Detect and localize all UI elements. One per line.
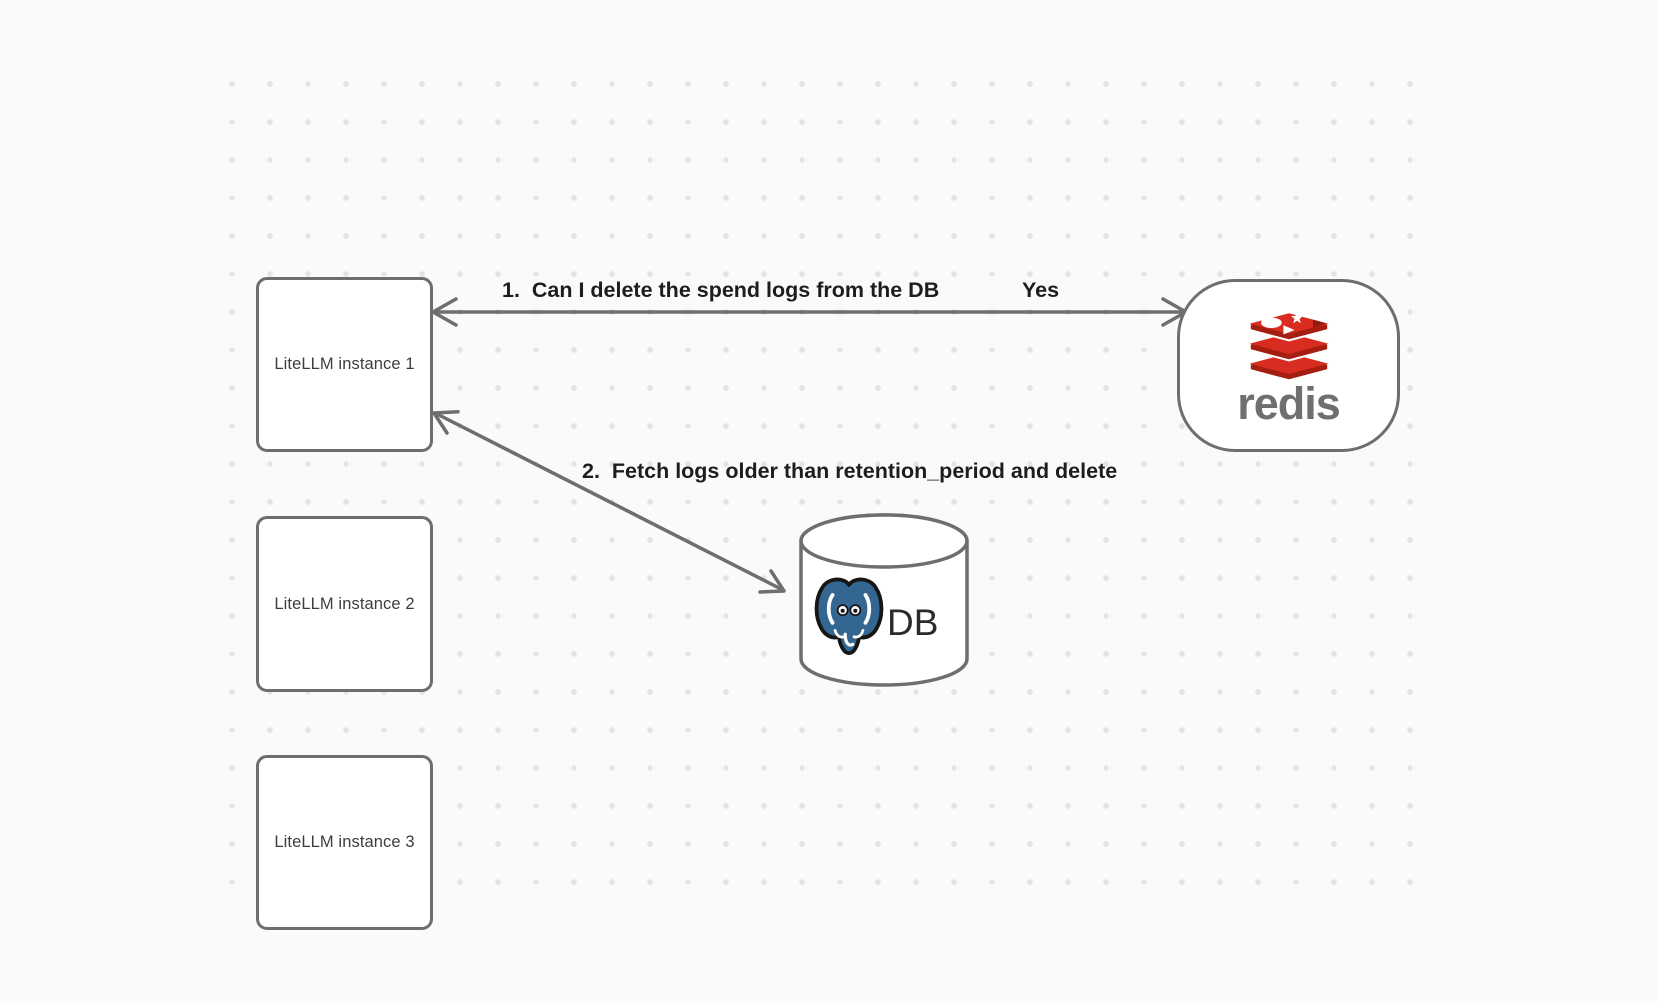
node-litellm-instance-3: LiteLLM instance 3 [256, 755, 433, 930]
arrow1-left-arrowhead-icon [431, 297, 458, 327]
node-litellm-instance-1-label: LiteLLM instance 1 [274, 355, 415, 373]
node-database: DB [799, 512, 969, 688]
arrow2-upper-arrowhead-icon [432, 409, 460, 435]
arrow2-line [435, 412, 783, 591]
arrow1-label: 1. Can I delete the spend logs from the … [502, 278, 940, 302]
redis-wordmark: redis [1237, 378, 1341, 429]
database-label: DB [887, 602, 939, 643]
node-litellm-instance-2: LiteLLM instance 2 [256, 516, 433, 692]
arrow2-lower-arrowhead-icon [758, 569, 786, 594]
postgresql-elephant-icon [814, 577, 884, 656]
node-litellm-instance-3-label: LiteLLM instance 3 [274, 833, 415, 851]
node-redis: redis [1177, 279, 1400, 452]
node-litellm-instance-1: LiteLLM instance 1 [256, 277, 433, 452]
redis-cube-icon [1248, 311, 1329, 382]
node-litellm-instance-2-label: LiteLLM instance 2 [274, 594, 415, 613]
arrow2-label: 2. Fetch logs older than retention_perio… [582, 459, 1118, 483]
arrow1-response-label: Yes [1022, 278, 1060, 302]
